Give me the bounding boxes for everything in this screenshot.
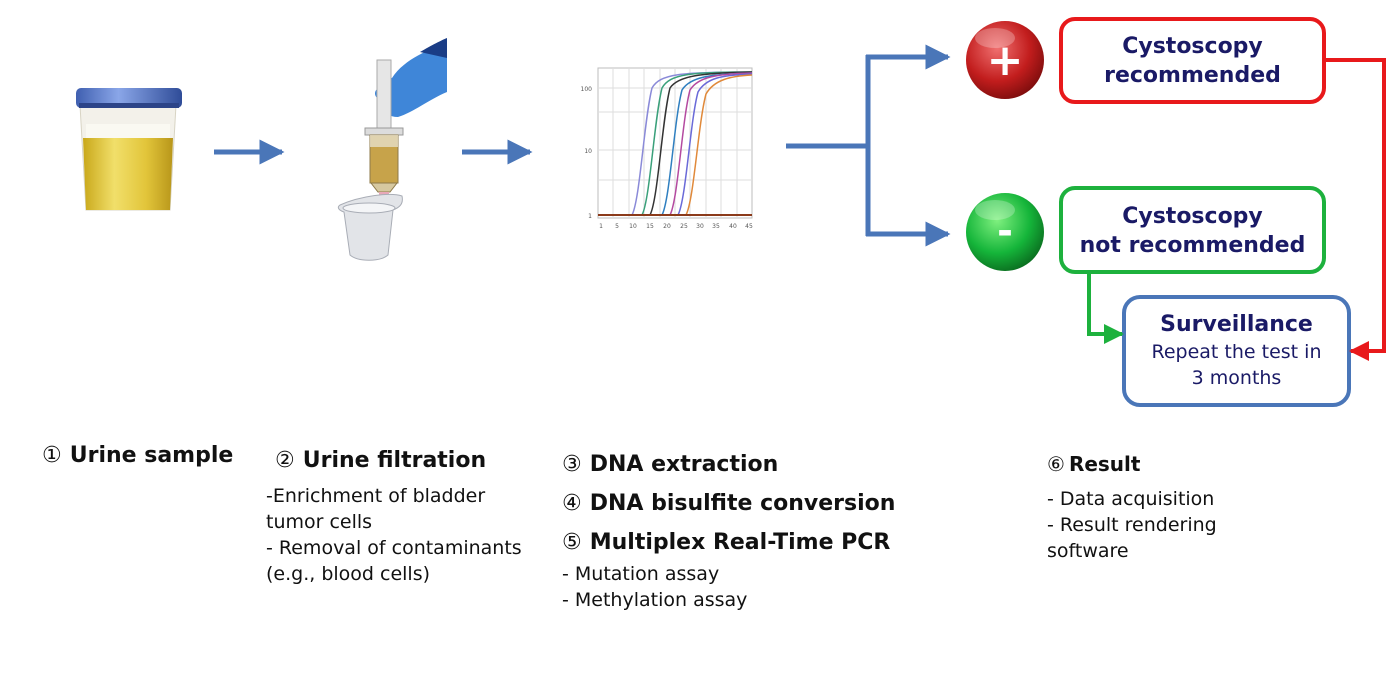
positive-to-surveillance-arrow bbox=[1324, 58, 1386, 361]
step-5-line-1: - Mutation assay bbox=[562, 563, 720, 585]
positive-line2: recommended bbox=[1104, 63, 1281, 88]
step-2-line-3: - Removal of contaminants bbox=[266, 537, 522, 559]
surveillance-line2: 3 months bbox=[1191, 367, 1282, 389]
step-2-line-4: (e.g., blood cells) bbox=[266, 563, 431, 585]
step-4-number: ④ bbox=[562, 491, 582, 516]
negative-to-surveillance-arrow bbox=[1087, 272, 1124, 344]
surveillance-box-label: Surveillance Repeat the test in 3 months bbox=[1126, 311, 1347, 391]
pcr-xtick: 1 bbox=[599, 223, 603, 230]
step-5-line-2: - Methylation assay bbox=[562, 589, 748, 611]
negative-symbol: - bbox=[997, 209, 1013, 253]
positive-symbol: + bbox=[987, 35, 1024, 86]
pcr-ytick-3: 1 bbox=[588, 213, 592, 220]
step-2-title: Urine filtration bbox=[302, 448, 487, 473]
surveillance-title: Surveillance bbox=[1160, 312, 1313, 337]
negative-result-icon: - bbox=[966, 193, 1044, 271]
pcr-xtick: 40 bbox=[729, 223, 737, 230]
negative-line2: not recommended bbox=[1079, 233, 1306, 258]
step-6-line-1: - Data acquisition bbox=[1047, 488, 1215, 510]
pcr-xtick: 30 bbox=[696, 223, 704, 230]
step-4-title: DNA bisulfite conversion bbox=[589, 491, 896, 516]
positive-box-label: Cystoscopy recommended bbox=[1063, 32, 1322, 90]
step-6-line-3: software bbox=[1047, 540, 1129, 562]
positive-line1: Cystoscopy bbox=[1122, 34, 1263, 59]
negative-box bbox=[1059, 186, 1326, 274]
pcr-xtick: 5 bbox=[615, 223, 619, 230]
step-urine-filtration: ② Urine filtration -Enrichment of bladder… bbox=[266, 448, 522, 587]
step-2-number: ② bbox=[275, 448, 295, 473]
step-dna-processing: ③ DNA extraction ④ DNA bisulfite conversio… bbox=[562, 452, 895, 613]
step-6-title: Result bbox=[1068, 452, 1141, 476]
step-3-number: ③ bbox=[562, 452, 582, 477]
step-1-title: Urine sample bbox=[69, 443, 234, 468]
urine-cup-image bbox=[76, 88, 182, 211]
step-2-line-2: tumor cells bbox=[266, 511, 373, 533]
pcr-xtick: 35 bbox=[712, 223, 720, 230]
pcr-xtick: 20 bbox=[663, 223, 671, 230]
step-1-number: ① bbox=[42, 443, 62, 468]
positive-result-icon: + bbox=[966, 21, 1044, 99]
branch-connector bbox=[786, 44, 951, 247]
step-3-title: DNA extraction bbox=[589, 452, 779, 477]
pcr-xtick: 15 bbox=[646, 223, 654, 230]
surveillance-line1: Repeat the test in bbox=[1151, 341, 1322, 363]
negative-line1: Cystoscopy bbox=[1122, 204, 1263, 229]
step-6-number: ⑥ bbox=[1047, 452, 1065, 476]
pcr-amplification-plot: 100 10 1 1 5 10 15 20 25 30 35 40 45 bbox=[581, 67, 753, 230]
negative-box-label: Cystoscopy not recommended bbox=[1063, 202, 1322, 260]
step-urine-sample: ① Urine sample bbox=[42, 443, 233, 468]
step-6-line-2: - Result rendering bbox=[1047, 514, 1217, 536]
syringe-filtration-image bbox=[337, 38, 447, 261]
pcr-xtick: 25 bbox=[680, 223, 688, 230]
step-2-line-1: -Enrichment of bladder bbox=[266, 485, 486, 507]
step-5-number: ⑤ bbox=[562, 530, 582, 555]
pcr-xtick: 10 bbox=[629, 223, 637, 230]
pcr-ytick-1: 100 bbox=[581, 86, 593, 93]
pcr-ytick-2: 10 bbox=[584, 148, 592, 155]
pcr-xtick: 45 bbox=[745, 223, 753, 230]
step-5-title: Multiplex Real-Time PCR bbox=[589, 530, 891, 555]
